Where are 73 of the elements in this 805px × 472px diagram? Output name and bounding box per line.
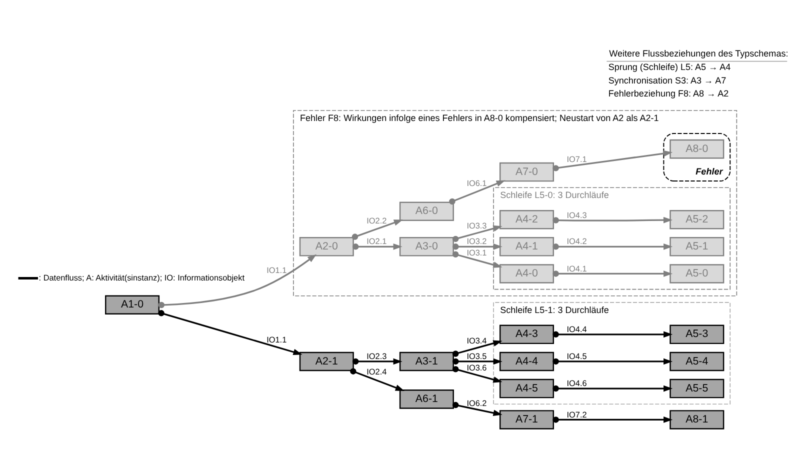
node-box: A5-5 (670, 378, 724, 398)
edge-label: IO4.2 (566, 237, 587, 246)
edge-label: IO4.1 (566, 264, 587, 274)
node-box: A5-1 (670, 237, 724, 256)
edge-label: IO7.2 (566, 410, 587, 420)
node-box: A3-0 (399, 237, 454, 256)
node-label: Fehler (696, 166, 723, 176)
edge-label: IO4.4 (566, 324, 587, 334)
label: Sprung (Schleife) L5: A5 → A4 (608, 62, 731, 72)
edge-label: IO3.4 (466, 336, 487, 346)
node-box: A8-1 (670, 410, 724, 430)
arrow (352, 358, 402, 365)
edge-label: IO2.2 (366, 216, 387, 226)
edge-label: IO6.1 (466, 178, 487, 188)
arrow (452, 251, 502, 268)
arrow (452, 244, 502, 250)
label: Synchronisation S3: A3 → A7 (608, 75, 726, 86)
arrow (352, 220, 403, 240)
edge-label: IO4.6 (566, 379, 587, 388)
node-box: A6-0 (399, 202, 454, 222)
node-box: A6-1 (399, 390, 454, 409)
arrow (552, 416, 673, 423)
node-box: A2-1 (299, 352, 354, 372)
node-box: A7-0 (499, 162, 554, 182)
node-box: A4-5 (499, 378, 554, 398)
node-box: A4-2 (499, 210, 554, 230)
edge-label: IO2.3 (366, 352, 387, 362)
arrow (552, 270, 673, 277)
node-box: A5-3 (670, 324, 724, 344)
node-box: A4-3 (499, 324, 554, 344)
arrow (352, 244, 402, 250)
node-box: A5-2 (670, 210, 724, 230)
arrow (452, 358, 502, 365)
arrow (158, 310, 302, 356)
arrow (452, 225, 502, 242)
arrow (449, 180, 506, 205)
arrow (552, 150, 673, 172)
edge-label: IO3.1 (466, 248, 487, 258)
edge-label: IO2.1 (366, 237, 387, 246)
arrow (552, 358, 673, 365)
arrow (552, 244, 673, 250)
node-box: A3-1 (399, 352, 454, 372)
edge-label: IO3.3 (466, 222, 487, 231)
node-box: A5-4 (670, 352, 724, 372)
edge-label: IO4.5 (566, 352, 587, 362)
node-box: A1-0 (105, 295, 160, 315)
arrow (552, 216, 672, 224)
edge-label: IO1.1 (266, 336, 287, 345)
label: Fehlerbeziehung F8: A8 → A2 (608, 88, 729, 98)
arrow (452, 402, 502, 416)
edge-label: IO3.5 (466, 352, 487, 362)
edge-label: IO6.2 (466, 398, 487, 408)
edge-label: IO1.1 (266, 266, 287, 275)
arrow (350, 368, 404, 391)
arrow (552, 331, 673, 338)
edge-label: IO3.2 (466, 237, 487, 246)
node-box: A4-1 (499, 237, 554, 256)
arrow (552, 385, 673, 392)
node-box: A8-0 (670, 139, 724, 159)
edge-label: IO2.4 (366, 368, 387, 377)
arrow (452, 340, 502, 357)
edge-label: IO7.1 (566, 155, 587, 164)
legend-label: : Datenfluss; A: Aktivität(sinstanz); IO: Informationsobjekt (38, 273, 244, 282)
arrow (158, 254, 317, 308)
node-box: A7-1 (499, 410, 554, 430)
edge-label: IO3.6 (466, 363, 487, 372)
node-box: A5-0 (670, 264, 724, 284)
label: Weitere Flussbeziehungen des Typschemas: (609, 48, 788, 58)
edge-label: IO4.3 (566, 210, 587, 220)
node-box: A2-0 (299, 237, 354, 256)
node-box: A4-4 (499, 352, 554, 372)
arrow (452, 366, 502, 383)
node-box: A4-0 (499, 264, 554, 284)
